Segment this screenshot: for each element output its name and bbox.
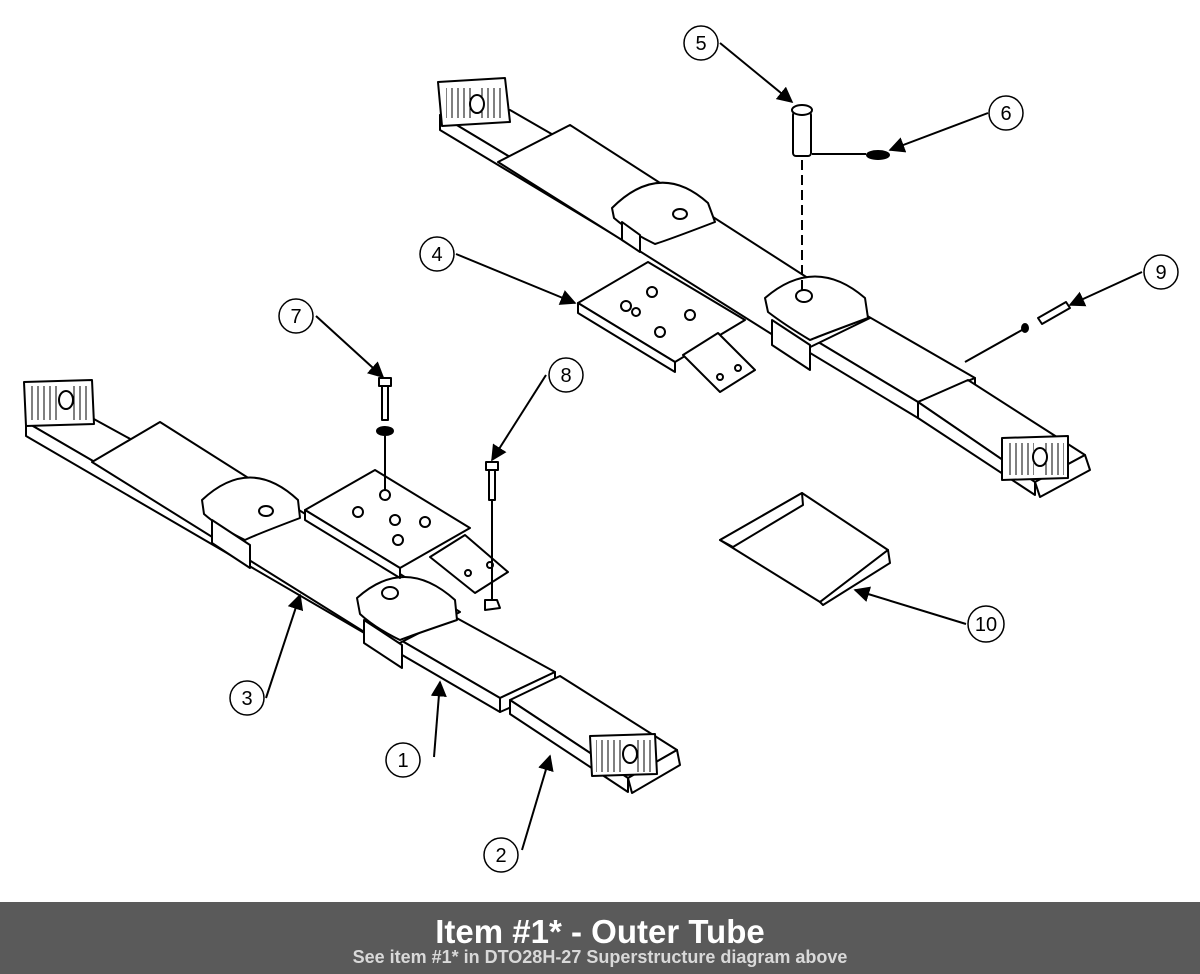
svg-text:5: 5 [695, 33, 706, 55]
lower-arm-assembly [23, 379, 681, 794]
callout-2: 2 [483, 837, 519, 873]
callout-4: 4 [419, 236, 455, 272]
upper-mounting-plate [577, 261, 756, 393]
callout-3: 3 [229, 680, 265, 716]
callout-5: 5 [683, 25, 719, 61]
svg-text:10: 10 [975, 614, 997, 636]
washer [866, 150, 890, 160]
small-pin [1021, 301, 1071, 333]
upper-saddle-2 [764, 275, 869, 341]
callout-1: 1 [385, 742, 421, 778]
svg-text:2: 2 [495, 845, 506, 867]
caption-title: Item #1* - Outer Tube [435, 913, 765, 950]
svg-text:1: 1 [397, 750, 408, 772]
callout-8: 8 [548, 357, 584, 393]
svg-text:9: 9 [1155, 262, 1166, 284]
lower-end-pad-left [23, 379, 95, 427]
upper-end-pad-right [1001, 435, 1069, 481]
callout-10: 10 [967, 605, 1005, 643]
parts-diagram: 1 2 3 4 5 6 7 8 9 10 [23, 25, 1179, 873]
callout-7: 7 [278, 298, 314, 334]
svg-text:3: 3 [241, 688, 252, 710]
callout-9: 9 [1143, 254, 1179, 290]
channel-bracket [719, 492, 891, 606]
upper-end-pad-left [437, 77, 511, 127]
svg-text:8: 8 [560, 365, 571, 387]
svg-text:7: 7 [290, 306, 301, 328]
lower-mounting-plate [304, 469, 509, 594]
bolt-7 [376, 377, 394, 436]
svg-text:4: 4 [431, 244, 442, 266]
upper-arm-assembly [437, 77, 1091, 498]
callout-6: 6 [988, 95, 1024, 131]
caption-bar: Item #1* - Outer Tube See item #1* in DT… [0, 902, 1200, 974]
bolt-8 [484, 461, 501, 611]
lower-end-pad-right [589, 733, 658, 777]
caption-subtitle: See item #1* in DTO28H-27 Superstructure… [352, 947, 848, 967]
svg-text:6: 6 [1000, 103, 1011, 125]
pin [791, 104, 813, 157]
